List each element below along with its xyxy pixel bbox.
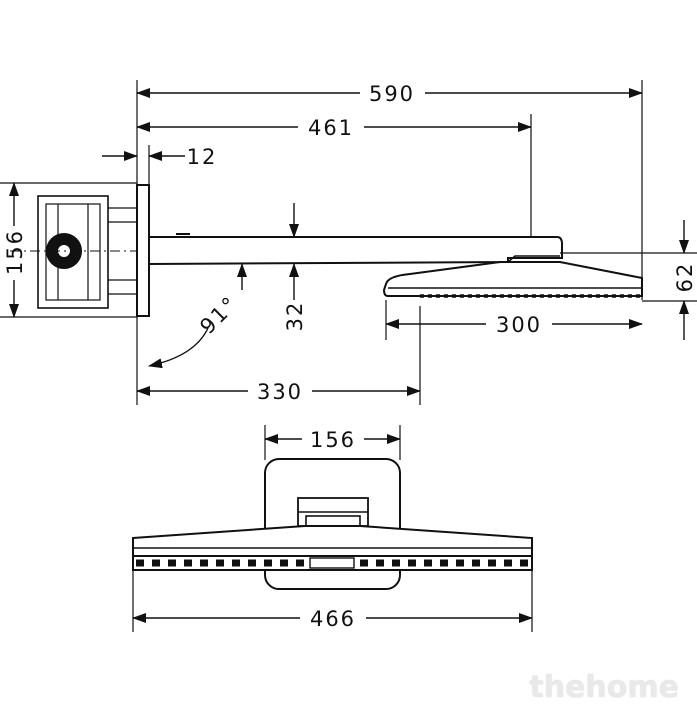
dim-32-label: 32: [283, 301, 307, 332]
dim-466-label: 466: [310, 607, 356, 631]
angle-91-label: 91°: [195, 291, 243, 339]
front-dimension-lines: [132, 434, 533, 623]
dim-156-front-label: 156: [310, 428, 356, 452]
front-view: [132, 425, 533, 632]
dim-12-label: 12: [187, 145, 218, 169]
watermark-logo: thehome: [529, 670, 679, 705]
side-dimension-lines: [9, 88, 689, 396]
dim-156-side-label: 156: [3, 229, 27, 275]
dim-330-label: 330: [257, 380, 303, 404]
dim-461-label: 461: [308, 116, 354, 140]
dim-590-label: 590: [369, 82, 415, 106]
dim-300-label: 300: [496, 313, 542, 337]
dim-62-label: 62: [673, 262, 697, 293]
side-view: [0, 80, 697, 405]
